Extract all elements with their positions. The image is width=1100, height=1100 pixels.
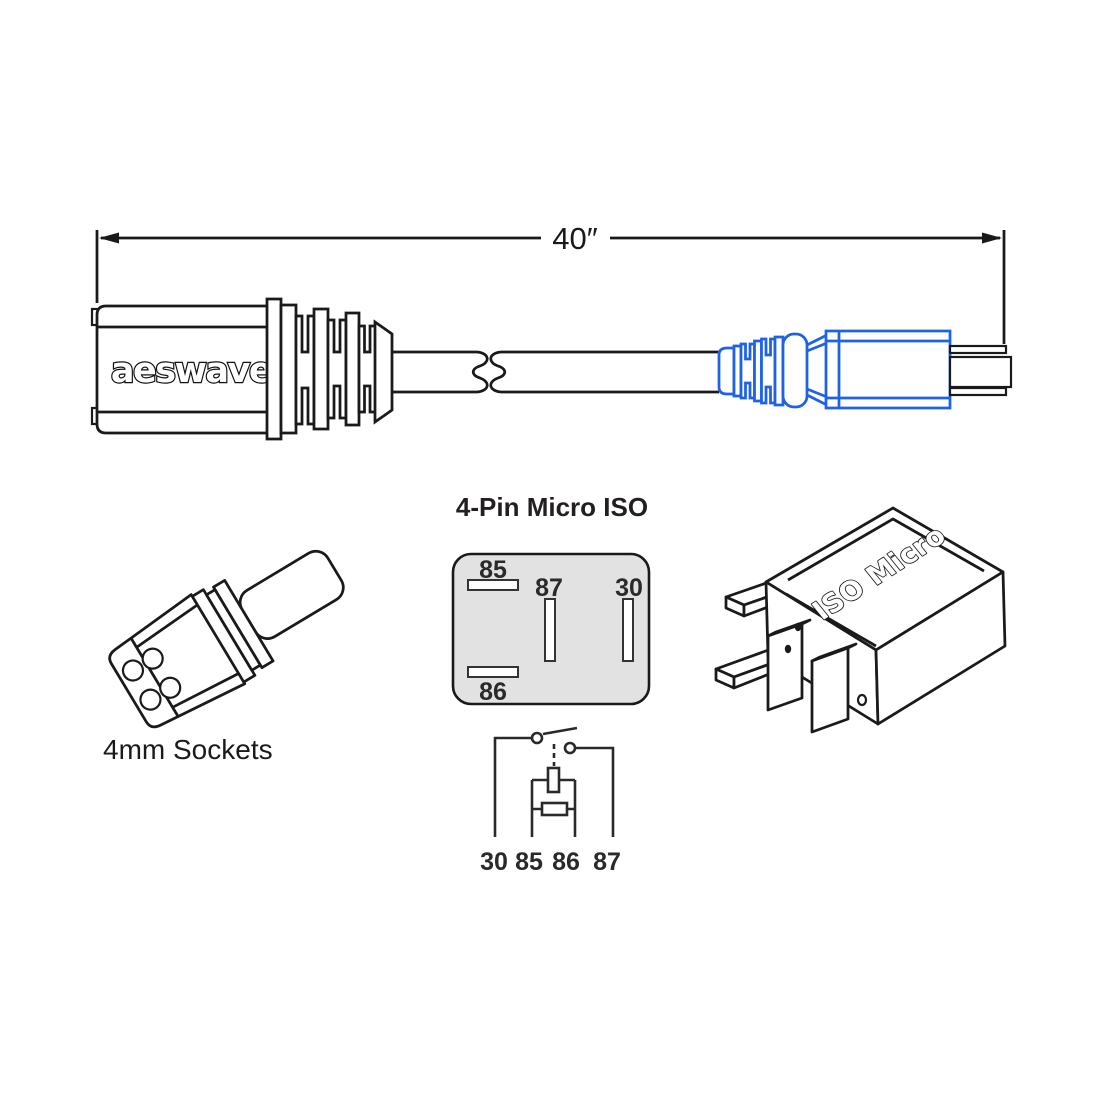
schematic-wire-30 (493, 736, 531, 837)
schematic-label-85: 85 (515, 848, 543, 876)
schematic-wire-87 (576, 746, 615, 837)
left-connector-flange (265, 297, 283, 441)
pin-slot-30 (622, 598, 634, 662)
pin-slot-86 (467, 666, 519, 678)
dimension-label: 40″ (552, 221, 597, 256)
aeswave-logo: aeswave (111, 351, 272, 391)
cable (392, 350, 719, 394)
pin-label-30: 30 (615, 574, 643, 602)
schematic-contact-87 (563, 741, 577, 755)
blue-body (824, 329, 952, 410)
relay-pin-dot-2 (784, 644, 792, 654)
terminal-blade-bottom (948, 386, 1008, 397)
iso-micro-relay: ISO Micro (714, 506, 1007, 734)
relay-blade-vert2-face (810, 646, 850, 734)
socket-hole-2 (141, 647, 164, 670)
relay-right-face (874, 570, 1007, 726)
relay-blade-vert1-face (766, 622, 804, 712)
arrow-right-icon (982, 232, 1002, 244)
sockets-face-edge (129, 637, 180, 718)
strain-relief-bar-2 (312, 307, 330, 431)
schematic-label-87: 87 (593, 848, 621, 876)
terminal-blade-top (948, 344, 1008, 355)
schematic-switch-armature (542, 726, 578, 736)
terminal-blade-middle (948, 355, 1013, 389)
strain-relief-h3 (357, 324, 377, 414)
pin-slot-87 (544, 598, 556, 662)
schematic-coil (546, 766, 561, 794)
sockets-body-ridge-top (135, 603, 199, 649)
schematic-label-86: 86 (552, 848, 580, 876)
strain-relief-h1 (294, 314, 316, 426)
schematic-contact-30 (530, 731, 544, 745)
relay-schematic: 30 85 86 87 (480, 726, 621, 876)
blue-rib-h1 (739, 342, 756, 400)
sockets-caption: 4mm Sockets (103, 734, 273, 765)
strain-relief-h2 (326, 318, 348, 420)
schematic-resistor (540, 801, 569, 817)
blue-boot-shoulder (717, 346, 736, 396)
schematic-label-30: 30 (480, 848, 508, 876)
blue-ring (781, 332, 809, 409)
right-connector-blue (717, 329, 1013, 410)
socket-hole-4 (159, 676, 182, 699)
strain-relief-cone (373, 319, 394, 425)
pin-slot-85 (467, 579, 519, 591)
dimension-40in: 40″ (95, 221, 1006, 344)
blue-neck (806, 333, 828, 407)
arrow-left-icon (99, 232, 119, 244)
pin-label-86: 86 (479, 678, 507, 706)
strain-relief-bar-1 (279, 303, 298, 435)
pinout-title: 4-Pin Micro ISO (456, 492, 648, 522)
relay-pin-dot-1 (794, 622, 802, 632)
sockets-flange-plate-3 (212, 579, 275, 670)
cable-break-right (489, 350, 507, 394)
strain-relief-bar-3 (344, 311, 361, 427)
blue-rib-h2 (760, 337, 777, 405)
socket-hole-3 (139, 688, 162, 711)
socket-hole-1 (121, 659, 145, 682)
relay-pin-dot-3 (856, 693, 868, 707)
left-connector-body (95, 304, 272, 435)
cable-break-left (471, 350, 489, 394)
relay-top-face-inner-line (787, 517, 985, 582)
pinout-diagram: 4-Pin Micro ISO 85 87 30 86 (451, 492, 651, 706)
sockets-body-ridge-bottom (171, 672, 240, 709)
sockets-connector (108, 549, 345, 729)
left-connector: aeswave (90, 297, 394, 441)
pin-label-87: 87 (535, 574, 563, 602)
